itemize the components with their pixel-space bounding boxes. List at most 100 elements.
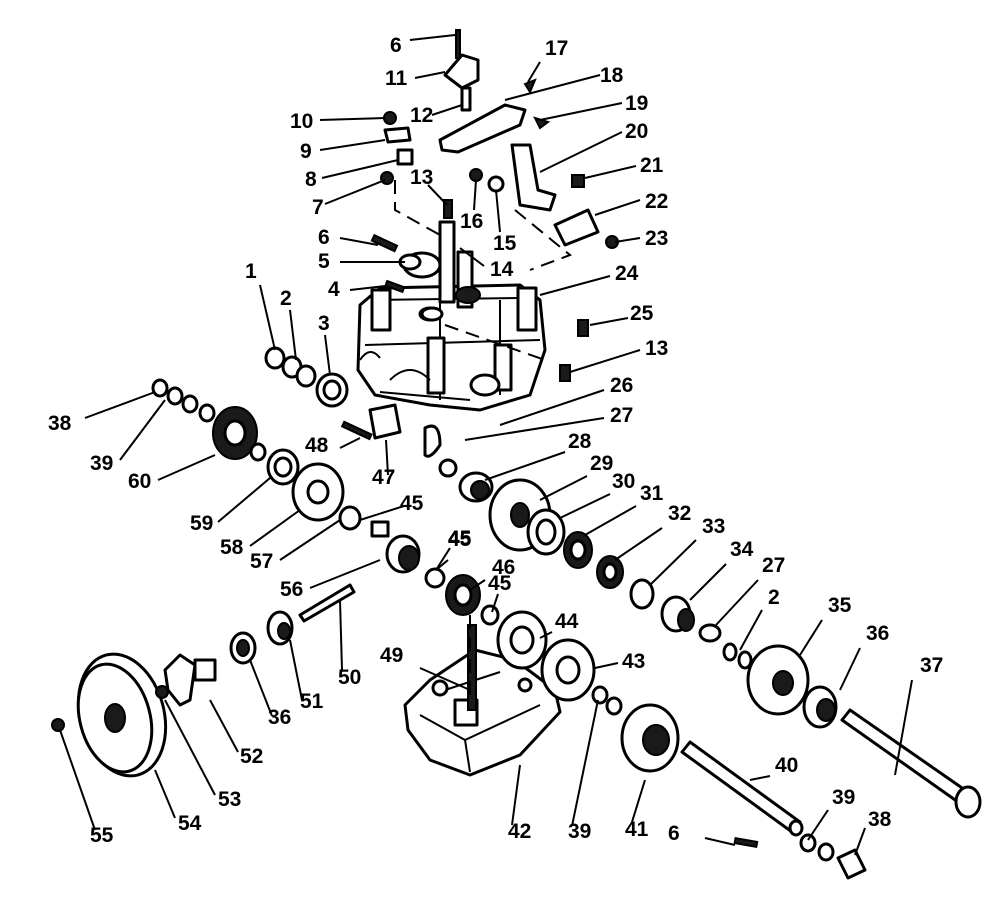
leader-line-59 (217, 477, 271, 523)
leader-line-24 (539, 275, 611, 296)
callout-label-5: 5 (318, 250, 330, 273)
callout-label-48: 48 (305, 434, 329, 457)
leader-line-52 (209, 699, 239, 753)
callout-label-16: 16 (460, 210, 483, 233)
callout-label-2a: 2 (280, 287, 292, 310)
callout-label-52: 52 (240, 745, 263, 768)
leader-line-53 (164, 699, 216, 796)
leader-line-44 (539, 631, 553, 639)
leader-line-31 (584, 505, 637, 536)
callout-label-24: 24 (615, 262, 639, 285)
leader-line-25 (589, 317, 629, 326)
callout-label-45c: 45 (488, 572, 512, 595)
callout-label-27b: 27 (762, 554, 785, 577)
leader-lines (59, 34, 913, 856)
leader-line-6a (409, 34, 456, 41)
callout-label-39b: 39 (832, 786, 855, 809)
leader-line-21 (584, 165, 637, 179)
leader-line-16 (473, 179, 477, 211)
left-shaft-parts (151, 346, 494, 589)
leader-line-39c (571, 699, 599, 827)
callout-label-29: 29 (590, 452, 613, 475)
leader-line-32 (614, 527, 663, 561)
callout-label-59: 59 (190, 512, 213, 535)
callout-label-8: 8 (305, 168, 317, 191)
leader-line-50 (339, 599, 343, 671)
leader-line-46 (469, 579, 486, 591)
callout-label-14: 14 (490, 258, 514, 281)
callout-label-43: 43 (622, 650, 645, 673)
leader-line-23 (614, 237, 641, 243)
callout-label-10: 10 (290, 110, 313, 133)
callout-label-34: 34 (730, 538, 754, 561)
callout-label-38a: 38 (48, 412, 72, 435)
leader-line-15 (495, 189, 501, 233)
callout-label-49: 49 (380, 644, 403, 667)
leader-line-2b (739, 609, 763, 651)
callout-label-41: 41 (625, 818, 649, 841)
leader-line-12 (431, 104, 463, 116)
callout-label-19: 19 (625, 92, 648, 115)
leader-line-7 (324, 179, 386, 205)
callout-label-31: 31 (640, 482, 664, 505)
leader-line-55 (59, 729, 96, 831)
callout-label-2b: 2 (768, 586, 780, 609)
leader-line-51 (289, 639, 303, 701)
callout-label-46: 46 (492, 556, 515, 579)
leader-line-11 (414, 71, 446, 79)
leader-line-40 (749, 775, 771, 781)
leader-line-43 (594, 662, 619, 669)
leader-line-29 (539, 475, 588, 501)
leader-line-6b (339, 237, 379, 246)
leader-line-1 (259, 284, 276, 351)
callout-label-9: 9 (300, 140, 312, 163)
callout-label-30: 30 (612, 470, 635, 493)
callout-label-33: 33 (702, 515, 725, 538)
callout-label-45d: 45 (448, 528, 472, 551)
callout-label-58: 58 (220, 536, 244, 559)
callout-label-17: 17 (545, 37, 568, 60)
leader-line-27b (715, 579, 759, 626)
callout-label-50: 50 (338, 666, 361, 689)
leader-line-30 (559, 493, 611, 519)
lower-cover (403, 624, 562, 777)
callout-label-6c: 6 (668, 822, 680, 845)
callout-label-6b: 6 (318, 226, 330, 249)
callout-label-23: 23 (645, 227, 668, 250)
gear-train (445, 478, 838, 773)
pulley-input (51, 583, 356, 778)
leader-line-48 (339, 437, 361, 449)
leader-line-22 (594, 199, 641, 216)
callout-label-1: 1 (245, 260, 257, 283)
leader-line-3 (324, 334, 331, 376)
callout-label-13b: 13 (645, 337, 668, 360)
callout-label-4: 4 (328, 278, 340, 301)
callout-label-20: 20 (625, 120, 648, 143)
callout-label-3: 3 (318, 312, 330, 335)
leader-line-45b (435, 547, 451, 571)
leader-line-33 (649, 539, 697, 586)
callout-label-60: 60 (128, 470, 151, 493)
shafts (680, 708, 982, 880)
leader-line-18 (504, 74, 601, 101)
leader-line-38b (854, 827, 866, 856)
callout-label-13a: 13 (410, 166, 433, 189)
leader-line-8 (321, 159, 399, 179)
leader-line-42 (511, 764, 521, 826)
leader-line-36b (249, 659, 273, 717)
leader-line-13a (427, 184, 448, 206)
shift-parts (370, 29, 619, 382)
leader-line-17 (527, 61, 541, 83)
leader-line-36a (839, 647, 861, 691)
callout-label-39c: 39 (568, 820, 591, 843)
leader-line-27a (464, 417, 605, 441)
leader-line-26 (499, 389, 605, 426)
callout-label-47: 47 (372, 466, 395, 489)
leader-line-37 (894, 679, 913, 776)
callout-label-57: 57 (250, 550, 273, 573)
callout-label-11: 11 (385, 67, 408, 90)
leader-line-19 (539, 102, 623, 121)
